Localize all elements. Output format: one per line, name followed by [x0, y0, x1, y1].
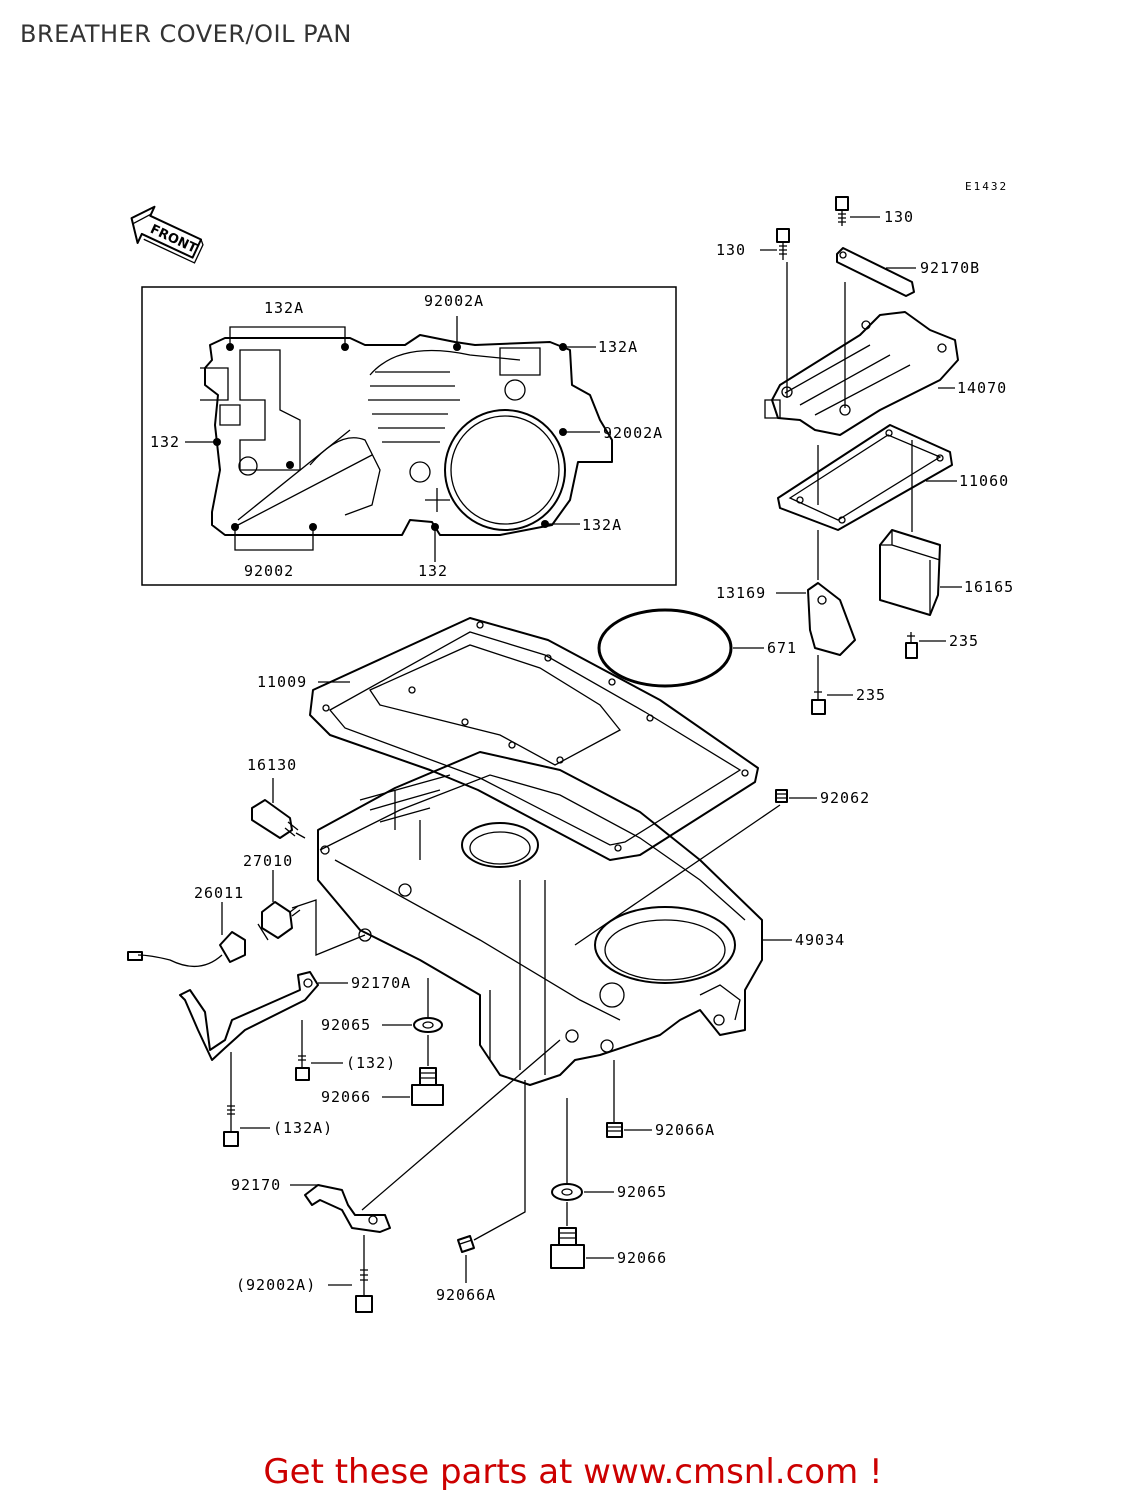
plate-92170B-icon	[836, 247, 915, 297]
label-92170B[interactable]: 92170B	[920, 259, 980, 277]
label-27010[interactable]: 27010	[243, 852, 293, 870]
o-ring-671-drawing	[597, 608, 733, 688]
label-671[interactable]: 671	[767, 639, 797, 657]
label-132-bottom[interactable]: 132	[418, 562, 448, 580]
label-130-left[interactable]: 130	[716, 241, 746, 259]
label-92002A-right[interactable]: 92002A	[603, 424, 663, 442]
inset-leader-lines	[185, 316, 600, 562]
label-92062[interactable]: 92062	[820, 789, 870, 807]
label-92066-lower[interactable]: 92066	[617, 1249, 667, 1267]
label-49034[interactable]: 49034	[795, 931, 845, 949]
bolt-235-center-icon	[811, 655, 826, 715]
label-92002A-paren[interactable]: (92002A)	[236, 1276, 316, 1294]
diagram-code: E1432	[965, 180, 1008, 193]
label-92066A-right[interactable]: 92066A	[655, 1121, 715, 1139]
gasket-11060-drawing	[777, 424, 953, 531]
bolt-130-left-icon	[776, 228, 790, 260]
leader-92170	[290, 1039, 561, 1211]
label-92065-lower[interactable]: 92065	[617, 1183, 667, 1201]
label-92170A[interactable]: 92170A	[351, 974, 411, 992]
label-132-paren[interactable]: (132)	[346, 1054, 396, 1072]
label-92065-upper[interactable]: 92065	[321, 1016, 371, 1034]
label-132-left[interactable]: 132	[150, 433, 180, 451]
label-92066A-bottom[interactable]: 92066A	[436, 1286, 496, 1304]
label-92170[interactable]: 92170	[231, 1176, 281, 1194]
gasket-11009-drawing	[309, 617, 759, 861]
leader-16130	[272, 778, 306, 839]
crankcase-bottom-drawing	[200, 334, 613, 536]
bolt-130-right-icon	[835, 196, 849, 226]
label-92002-bottom[interactable]: 92002	[244, 562, 294, 580]
lead-26011-drawing	[127, 931, 246, 967]
leader-92065-lower	[566, 1098, 614, 1193]
breather-assembly-lines	[786, 262, 913, 580]
leader-92065-upper	[382, 978, 429, 1026]
bolt-132-paren-icon	[295, 1020, 310, 1081]
label-92002A-top[interactable]: 92002A	[424, 292, 484, 310]
gasket-11009-holes	[322, 621, 749, 852]
plug-92066A-right-icon	[606, 1060, 623, 1138]
inset-bolt-dots	[213, 343, 567, 531]
switch-27010-drawing	[257, 901, 301, 941]
sensor-16130-drawing	[251, 799, 299, 839]
label-132A-right-1[interactable]: 132A	[598, 338, 638, 356]
inset-frame	[141, 286, 677, 586]
label-130-right[interactable]: 130	[884, 208, 914, 226]
page-title: BREATHER COVER/OIL PAN	[20, 20, 352, 48]
leader-92066-upper	[382, 1035, 429, 1098]
plug-92066A-bottom-icon	[457, 1080, 526, 1253]
bolt-132A-paren-icon	[223, 1052, 239, 1147]
label-235-center[interactable]: 235	[856, 686, 886, 704]
bracket-92170-drawing	[304, 1184, 391, 1233]
bracket-92170A-drawing	[179, 971, 319, 1061]
label-92066-upper[interactable]: 92066	[321, 1088, 371, 1106]
bolt-235-right-icon	[905, 632, 918, 659]
label-235-right[interactable]: 235	[949, 632, 979, 650]
washer-92065-lower-icon	[551, 1183, 583, 1201]
drain-plug-92066-upper-icon	[411, 1067, 444, 1106]
oil-pan-drawing	[317, 751, 763, 1086]
bolt-92002A-paren-icon	[355, 1235, 373, 1313]
label-13169[interactable]: 13169	[716, 584, 766, 602]
plug-92062-icon	[775, 789, 788, 803]
label-11060[interactable]: 11060	[959, 472, 1009, 490]
bracket-13169-drawing	[807, 582, 856, 656]
drain-plug-92066-lower-icon	[550, 1202, 585, 1269]
label-11009[interactable]: 11009	[257, 673, 307, 691]
front-arrow-icon: FRONT	[130, 205, 204, 264]
leader-92062	[574, 797, 817, 946]
plate-16165-drawing	[879, 529, 941, 616]
washer-92065-upper-icon	[413, 1017, 443, 1033]
promo-link[interactable]: Get these parts at www.cmsnl.com !	[263, 1452, 883, 1492]
label-132A-right-2[interactable]: 132A	[582, 516, 622, 534]
label-14070[interactable]: 14070	[957, 379, 1007, 397]
label-16165[interactable]: 16165	[964, 578, 1014, 596]
label-26011[interactable]: 26011	[194, 884, 244, 902]
parts-diagram: E1432 FRONT 13	[127, 180, 1014, 1313]
label-132A-paren[interactable]: (132A)	[273, 1119, 333, 1137]
label-132A-top[interactable]: 132A	[264, 299, 304, 317]
breather-cover-14070-drawing	[764, 311, 959, 436]
label-16130[interactable]: 16130	[247, 756, 297, 774]
leader-27010	[272, 870, 366, 956]
